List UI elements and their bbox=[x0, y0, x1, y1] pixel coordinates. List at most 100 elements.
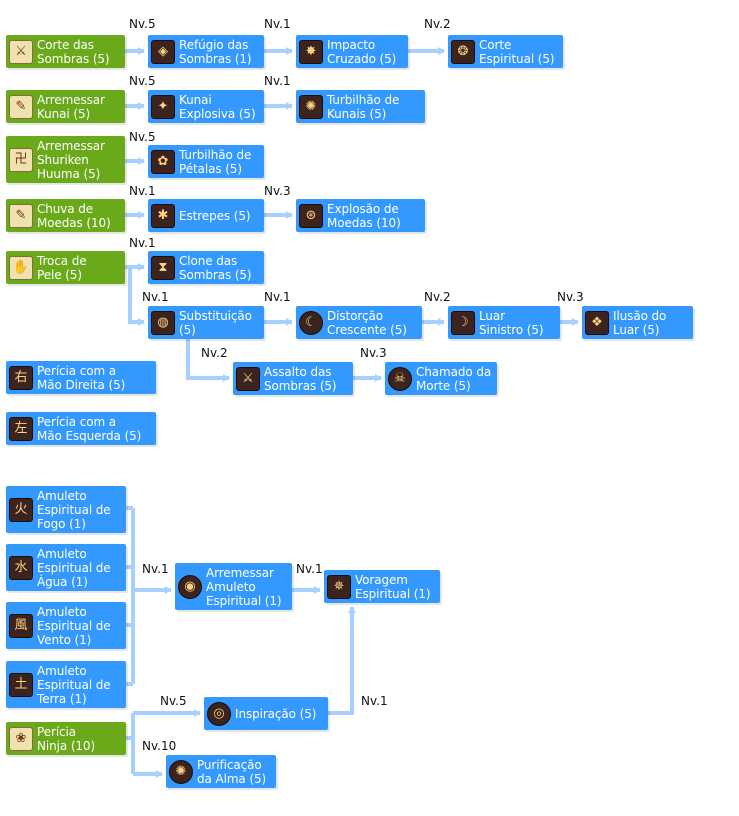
skill-label: Amuleto Espiritual de Terra (1) bbox=[37, 663, 111, 706]
skill-icon: ☾ bbox=[299, 310, 323, 335]
earth-amulet-icon: 土 bbox=[9, 672, 33, 697]
skill-estrepes[interactable]: ✱ Estrepes (5) bbox=[148, 199, 264, 232]
skill-amuleto-terra[interactable]: 土 Amuleto Espiritual de Terra (1) bbox=[6, 661, 126, 708]
level-requirement: Nv.5 bbox=[160, 694, 187, 708]
skill-label: Assalto das Sombras (5) bbox=[264, 364, 337, 393]
skill-icon: ❂ bbox=[451, 39, 475, 64]
skill-purificacao-da-alma[interactable]: ✺ Purificação da Alma (5) bbox=[166, 755, 276, 788]
skill-icon: ◎ bbox=[207, 701, 231, 726]
skill-icon: ✿ bbox=[151, 149, 175, 174]
level-requirement: Nv.1 bbox=[361, 694, 388, 708]
level-requirement: Nv.3 bbox=[557, 290, 584, 304]
skill-inspiracao[interactable]: ◎ Inspiração (5) bbox=[204, 697, 328, 730]
skill-label: Arremessar Kunai (5) bbox=[37, 92, 105, 121]
skill-pericia-ninja[interactable]: ❀ Perícia Ninja (10) bbox=[6, 722, 126, 755]
skill-pericia-mao-esquerda[interactable]: 左 Perícia com a Mão Esquerda (5) bbox=[6, 412, 156, 445]
skill-icon: ✦ bbox=[151, 94, 175, 119]
skill-turbilhao-de-kunais[interactable]: ✺ Turbilhão de Kunais (5) bbox=[296, 90, 425, 123]
skill-arremessar-amuleto-espiritual[interactable]: ◉ Arremessar Amuleto Espiritual (1) bbox=[175, 563, 292, 610]
level-requirement: Nv.5 bbox=[129, 17, 156, 31]
level-requirement: Nv.5 bbox=[129, 130, 156, 144]
skill-chuva-de-moedas[interactable]: ✎ Chuva de Moedas (10) bbox=[6, 199, 125, 232]
skill-icon: ✺ bbox=[169, 759, 193, 784]
skill-voragem-espiritual[interactable]: ✵ Voragem Espiritual (1) bbox=[324, 570, 440, 603]
skill-corte-das-sombras[interactable]: ⚔ Corte das Sombras (5) bbox=[6, 35, 125, 68]
skill-label: Inspiração (5) bbox=[235, 706, 317, 721]
skill-label: Amuleto Espiritual de Vento (1) bbox=[37, 604, 111, 647]
right-hand-icon: 右 bbox=[9, 365, 33, 390]
skill-troca-de-pele[interactable]: ✋ Troca de Pele (5) bbox=[6, 251, 125, 284]
skill-label: Ilusão do Luar (5) bbox=[613, 308, 667, 337]
skill-amuleto-vento[interactable]: 風 Amuleto Espiritual de Vento (1) bbox=[6, 602, 126, 649]
skill-refugio-das-sombras[interactable]: ◈ Refúgio das Sombras (1) bbox=[148, 35, 264, 68]
skill-icon: ✵ bbox=[327, 574, 351, 599]
skill-icon: ✋ bbox=[9, 255, 33, 280]
skill-icon: ✺ bbox=[299, 94, 323, 119]
level-requirement: Nv.2 bbox=[424, 17, 451, 31]
skill-label: Substituição (5) bbox=[179, 308, 252, 337]
skill-impacto-cruzado[interactable]: ✸ Impacto Cruzado (5) bbox=[296, 35, 408, 68]
skill-icon: ◈ bbox=[151, 39, 175, 64]
skill-label: Kunai Explosiva (5) bbox=[179, 92, 256, 121]
skill-corte-espiritual[interactable]: ❂ Corte Espiritual (5) bbox=[448, 35, 563, 68]
skill-icon: ✱ bbox=[151, 203, 175, 228]
skill-luar-sinistro[interactable]: ☽ Luar Sinistro (5) bbox=[448, 306, 560, 339]
skill-label: Chamado da Morte (5) bbox=[416, 364, 492, 393]
skill-turbilhao-de-petalas[interactable]: ✿ Turbilhão de Pétalas (5) bbox=[148, 145, 264, 178]
wind-amulet-icon: 風 bbox=[9, 613, 33, 638]
skill-icon: ⚔ bbox=[9, 39, 33, 64]
skill-icon: ⊛ bbox=[299, 203, 323, 228]
level-requirement: Nv.1 bbox=[264, 17, 291, 31]
skill-label: Perícia com a Mão Esquerda (5) bbox=[37, 414, 142, 443]
level-requirement: Nv.1 bbox=[296, 562, 323, 576]
level-requirement: Nv.1 bbox=[142, 290, 169, 304]
skill-icon: ✸ bbox=[299, 39, 323, 64]
skill-label: Corte Espiritual (5) bbox=[479, 37, 555, 66]
connector-arrow bbox=[328, 606, 356, 715]
skill-clone-das-sombras[interactable]: ⧗ Clone das Sombras (5) bbox=[148, 251, 264, 284]
level-requirement: Nv.10 bbox=[142, 739, 177, 753]
skill-label: Purificação da Alma (5) bbox=[197, 757, 267, 786]
water-amulet-icon: 水 bbox=[9, 555, 33, 580]
skill-distorcao-crescente[interactable]: ☾ Distorção Crescente (5) bbox=[296, 306, 422, 339]
skill-label: Impacto Cruzado (5) bbox=[327, 37, 397, 66]
skill-label: Turbilhão de Pétalas (5) bbox=[179, 147, 252, 176]
skill-icon: ☽ bbox=[451, 310, 475, 335]
skill-amuleto-agua[interactable]: 水 Amuleto Espiritual de Água (1) bbox=[6, 544, 126, 591]
skill-chamado-da-morte[interactable]: ☠ Chamado da Morte (5) bbox=[385, 362, 497, 395]
skill-pericia-mao-direita[interactable]: 右 Perícia com a Mão Direita (5) bbox=[6, 361, 156, 394]
left-hand-icon: 左 bbox=[9, 416, 33, 441]
skill-substituicao[interactable]: ◍ Substituição (5) bbox=[148, 306, 264, 339]
level-requirement: Nv.2 bbox=[424, 290, 451, 304]
skill-explosao-de-moedas[interactable]: ⊛ Explosão de Moedas (10) bbox=[296, 199, 425, 232]
skill-label: Arremessar Amuleto Espiritual (1) bbox=[206, 565, 282, 608]
skill-label: Perícia Ninja (10) bbox=[37, 724, 96, 753]
skill-icon: ☠ bbox=[388, 366, 412, 391]
skill-label: Amuleto Espiritual de Fogo (1) bbox=[37, 488, 111, 531]
level-requirement: Nv.1 bbox=[129, 184, 156, 198]
skill-label: Refúgio das Sombras (1) bbox=[179, 37, 252, 66]
skill-kunai-explosiva[interactable]: ✦ Kunai Explosiva (5) bbox=[148, 90, 264, 123]
skill-arremessar-kunai[interactable]: ✎ Arremessar Kunai (5) bbox=[6, 90, 125, 123]
skill-ilusao-do-luar[interactable]: ❖ Ilusão do Luar (5) bbox=[582, 306, 693, 339]
skill-label: Explosão de Moedas (10) bbox=[327, 201, 401, 230]
skill-label: Estrepes (5) bbox=[179, 208, 251, 223]
skill-icon: ◍ bbox=[151, 310, 175, 335]
skill-icon: ✎ bbox=[9, 94, 33, 119]
skill-amuleto-fogo[interactable]: 火 Amuleto Espiritual de Fogo (1) bbox=[6, 486, 126, 533]
skill-label: Voragem Espiritual (1) bbox=[355, 572, 431, 601]
skill-label: Perícia com a Mão Direita (5) bbox=[37, 363, 126, 392]
skill-arremessar-shuriken-huuma[interactable]: 卍 Arremessar Shuriken Huuma (5) bbox=[6, 136, 125, 183]
skill-assalto-das-sombras[interactable]: ⚔ Assalto das Sombras (5) bbox=[233, 362, 353, 395]
level-requirement: Nv.3 bbox=[264, 184, 291, 198]
level-requirement: Nv.1 bbox=[264, 290, 291, 304]
skill-icon: ✎ bbox=[9, 203, 33, 228]
skill-label: Amuleto Espiritual de Água (1) bbox=[37, 546, 111, 589]
level-requirement: Nv.1 bbox=[264, 74, 291, 88]
skill-label: Distorção Crescente (5) bbox=[327, 308, 407, 337]
level-requirement: Nv.3 bbox=[360, 346, 387, 360]
level-requirement: Nv.5 bbox=[129, 74, 156, 88]
level-requirement: Nv.1 bbox=[129, 236, 156, 250]
